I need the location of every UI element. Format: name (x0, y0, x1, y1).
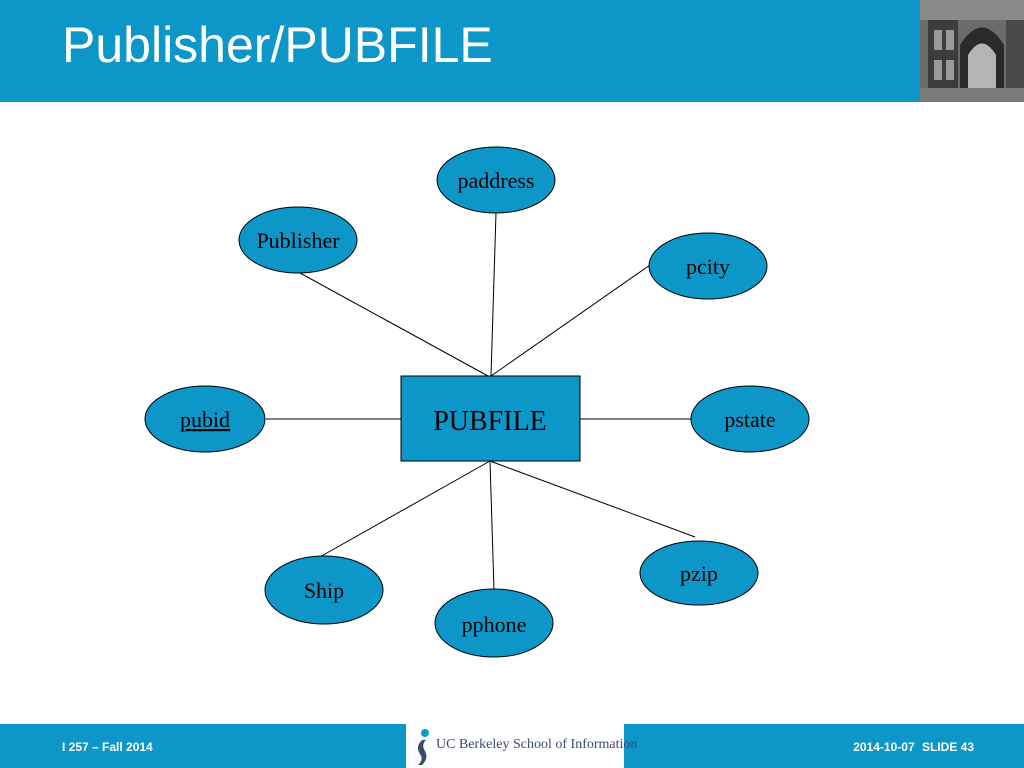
slide-header: Publisher/PUBFILE (0, 0, 1024, 102)
footer-slide-number: SLIDE 43 (921, 740, 974, 754)
attr-pphone-label: pphone (462, 612, 527, 637)
entity-pubfile-label: PUBFILE (433, 406, 547, 437)
connector-paddress (490, 212, 497, 377)
attr-pcity-label: pcity (686, 254, 730, 279)
footer-date-slide: 2014-10-07 SLIDE 43 (849, 740, 974, 754)
attr-publisher-label: Publisher (256, 228, 340, 253)
attr-pzip-label: pzip (680, 561, 718, 586)
attr-pubid (144, 385, 266, 453)
school-logo-text: UC Berkeley School of Information (436, 737, 638, 752)
slide-footer: I 257 – Fall 2014 UC Berkeley School of … (0, 724, 1024, 768)
er-diagram-canvas: PUBFILE paddress Publisher pcity pubid p… (144, 146, 810, 658)
header-photo (920, 0, 1024, 102)
attr-publisher (238, 206, 358, 274)
connector-pphone (489, 460, 495, 591)
attr-pstate (690, 385, 810, 453)
attr-pubid-label: pubid (180, 407, 230, 432)
building-photo-icon (920, 0, 1024, 102)
attr-ship-label: Ship (304, 578, 344, 603)
attr-pstate-label: pstate (724, 407, 775, 432)
footer-date: 2014-10-07 (853, 740, 915, 754)
ischool-logo-icon (417, 729, 429, 765)
course-label: I 257 – Fall 2014 (62, 740, 153, 754)
attr-pcity (648, 232, 768, 300)
slide-title: Publisher/PUBFILE (62, 17, 493, 73)
connector-ship (317, 460, 491, 559)
connector-pcity (490, 264, 651, 377)
entity-pubfile (400, 375, 581, 462)
connector-publisher (299, 272, 489, 377)
er-diagram: PUBFILE paddress Publisher pcity pubid p… (0, 102, 1024, 722)
attr-paddress (436, 146, 556, 214)
attr-ship (264, 555, 384, 625)
connector-pzip (489, 460, 696, 538)
attr-pzip (639, 540, 759, 606)
attr-paddress-label: paddress (458, 168, 535, 193)
school-logo: UC Berkeley School of Information (406, 724, 637, 768)
attr-pphone (434, 588, 554, 658)
